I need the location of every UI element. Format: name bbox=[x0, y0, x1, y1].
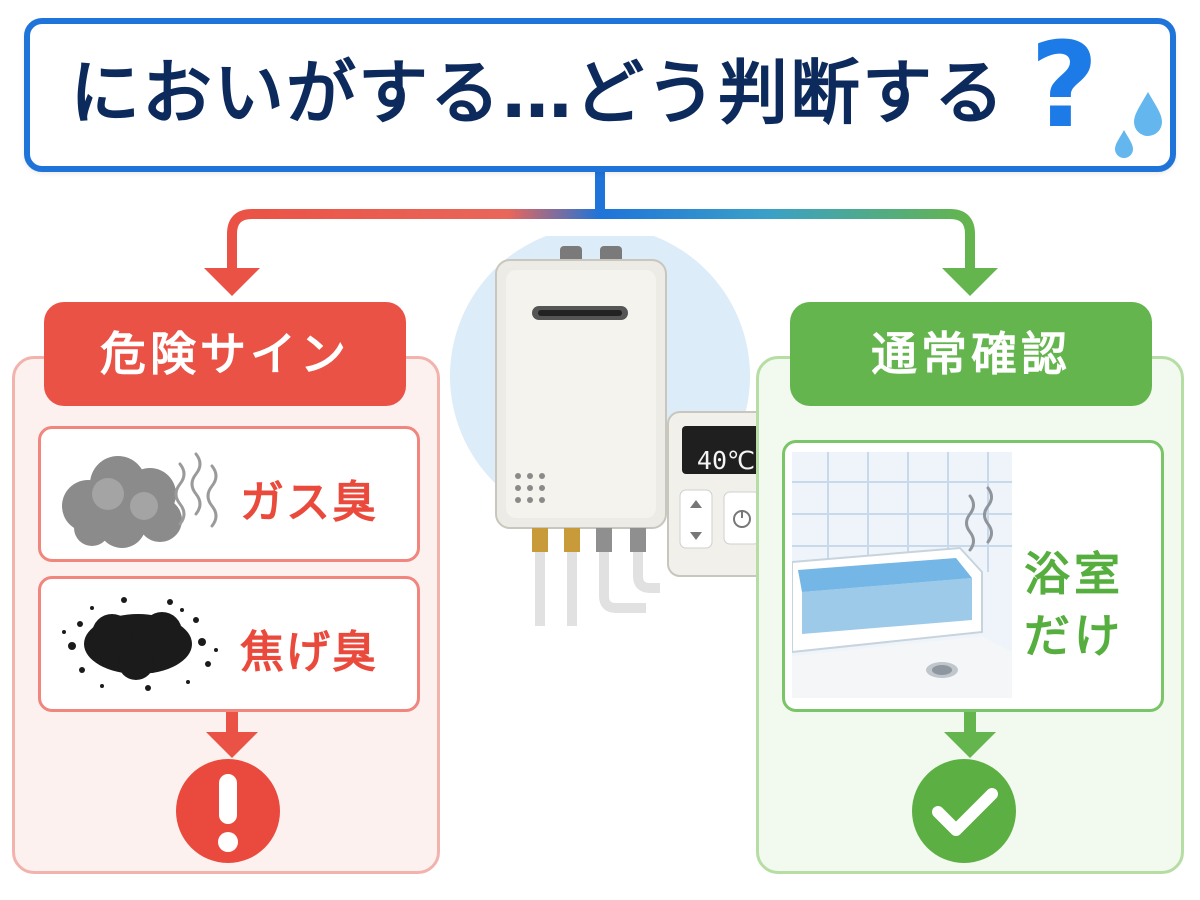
water-heater-icon bbox=[450, 236, 775, 626]
temperature-display: 40℃ bbox=[696, 446, 756, 475]
water-drops-icon bbox=[1115, 92, 1162, 158]
gas-smell-label: ガス臭 bbox=[240, 477, 378, 528]
bathtub-icon bbox=[792, 452, 1012, 698]
danger-header: 危険サイン bbox=[44, 302, 406, 406]
exclamation-icon bbox=[176, 759, 280, 863]
right-down-arrow bbox=[944, 712, 996, 758]
title-box bbox=[24, 18, 1176, 172]
smoke-icon bbox=[62, 452, 218, 548]
check-icon bbox=[912, 759, 1016, 863]
left-arrow-head bbox=[204, 268, 260, 296]
page-title: においがする…どう判断する bbox=[70, 52, 1006, 134]
bathroom-label-line1: 浴室 bbox=[1024, 547, 1124, 601]
burnt-smell-label: 焦げ臭 bbox=[240, 627, 378, 678]
normal-check-header: 通常確認 bbox=[790, 302, 1152, 406]
right-arrow-head bbox=[942, 268, 998, 296]
question-mark: ? bbox=[1030, 16, 1099, 154]
bathroom-label-line2: だけ bbox=[1024, 609, 1124, 663]
soot-icon bbox=[62, 597, 218, 691]
left-down-arrow bbox=[206, 712, 258, 758]
